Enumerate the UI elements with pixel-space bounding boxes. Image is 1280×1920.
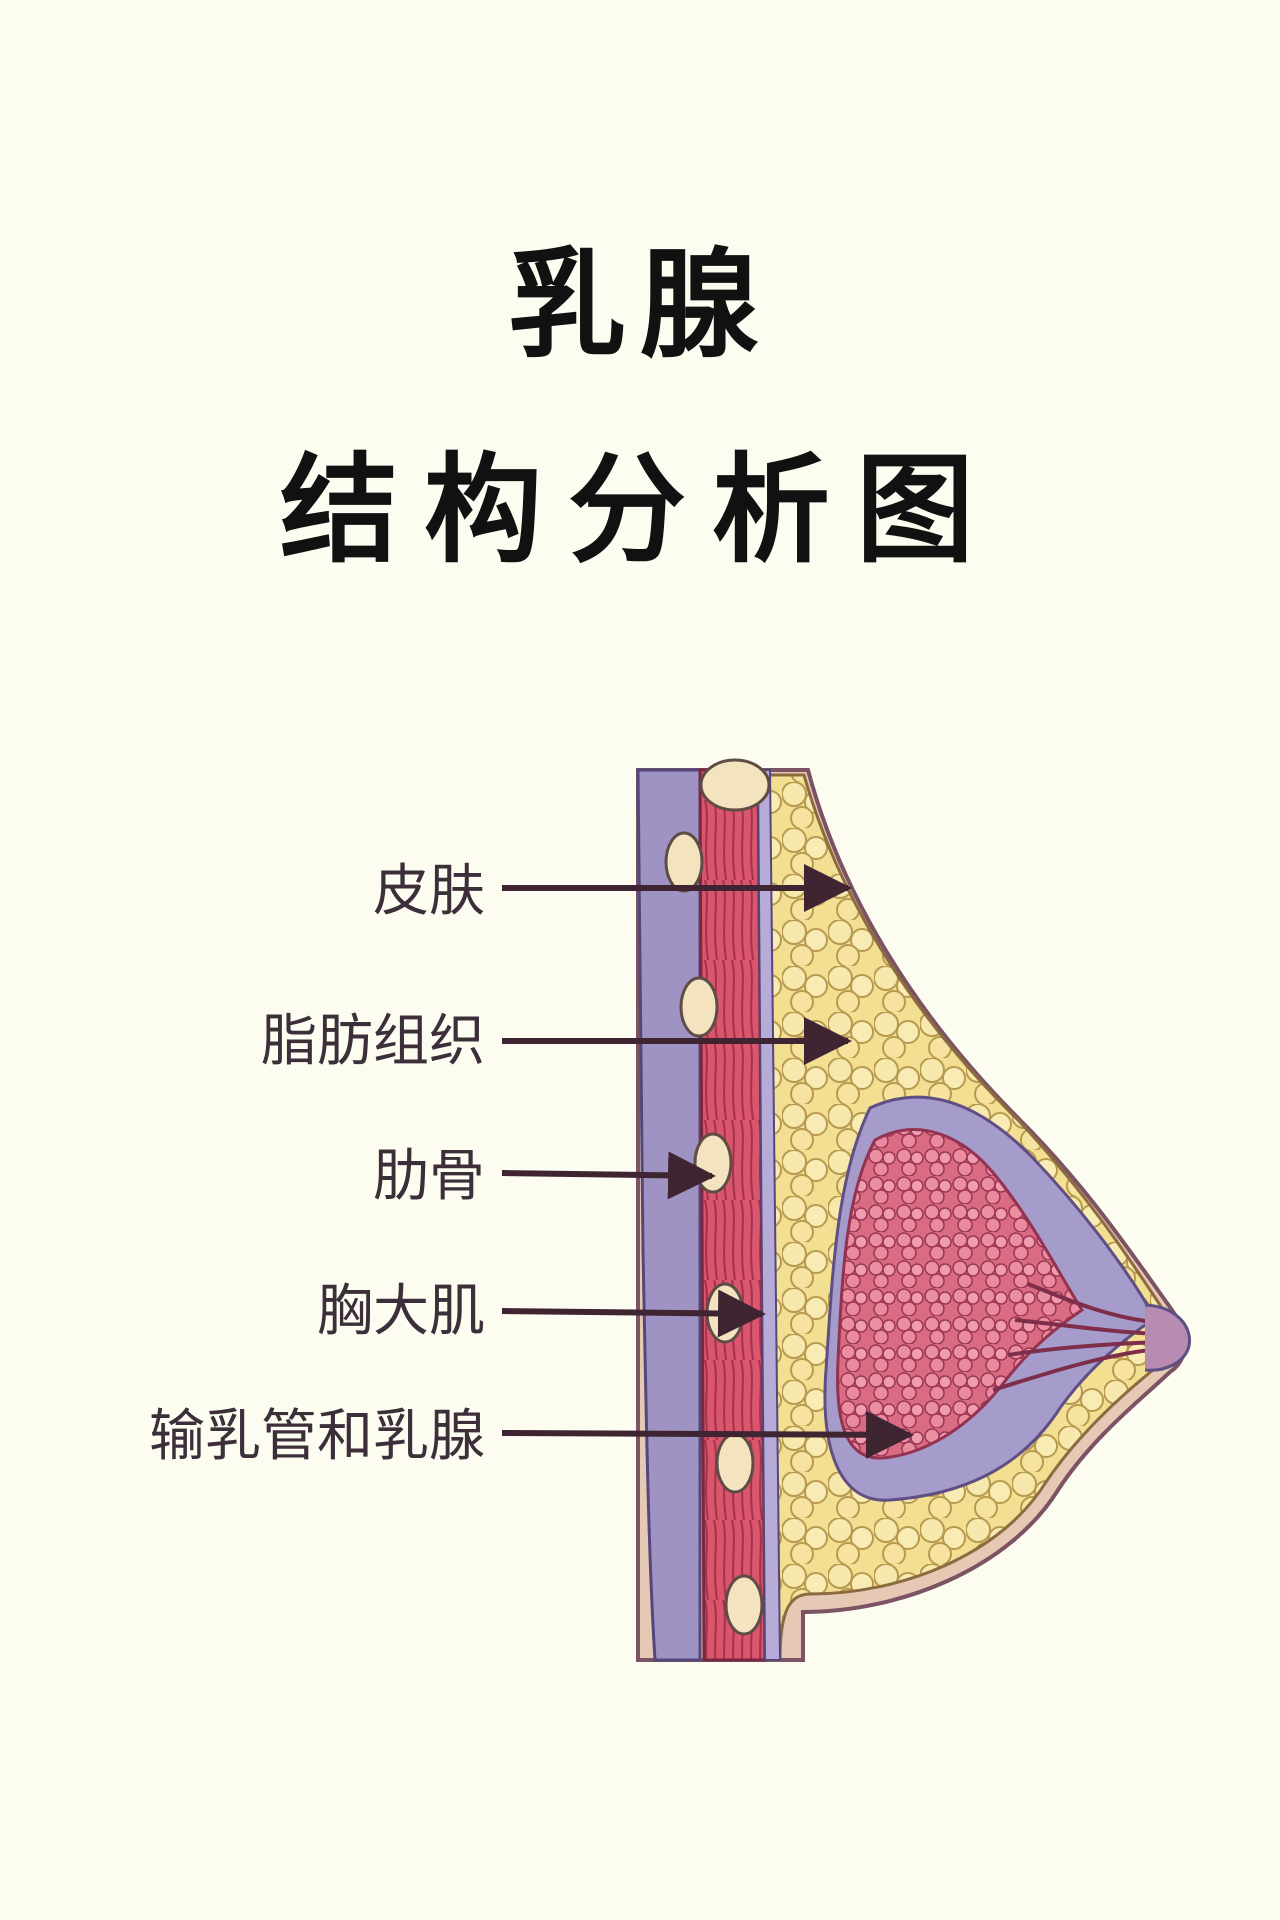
- rib-4: [693, 1132, 733, 1194]
- arrow-muscle: [501, 1289, 766, 1338]
- rib-3: [679, 976, 719, 1038]
- pectoralis-muscle: [698, 768, 767, 1662]
- page-title: 乳腺: [507, 236, 772, 374]
- page-subtitle: 结构分析图: [279, 441, 1000, 579]
- arrow-duct: [501, 1410, 914, 1459]
- label-skin: 皮肤: [373, 859, 485, 924]
- label-rib: 肋骨: [373, 1144, 485, 1209]
- chest-wall: [636, 768, 782, 1662]
- label-arrows: [501, 864, 914, 1459]
- label-fat-tissue: 脂肪组织: [261, 1009, 485, 1074]
- rib-6: [715, 1432, 755, 1494]
- label-pectoralis-major: 胸大肌: [317, 1279, 485, 1344]
- label-ducts-and-glands: 输乳管和乳腺: [149, 1404, 485, 1469]
- arrow-rib: [501, 1151, 716, 1200]
- milk-duct-3: [1007, 1340, 1159, 1357]
- milk-duct-2: [1014, 1318, 1161, 1336]
- nipple: [1144, 1303, 1192, 1372]
- milk-duct-4: [992, 1348, 1151, 1392]
- rib-1: [699, 758, 771, 812]
- milk-duct-1: [1027, 1282, 1156, 1324]
- rib-7: [724, 1574, 764, 1636]
- mammary-gland: [836, 1128, 1085, 1460]
- gland-region: [823, 1095, 1192, 1502]
- rib-2: [664, 831, 704, 893]
